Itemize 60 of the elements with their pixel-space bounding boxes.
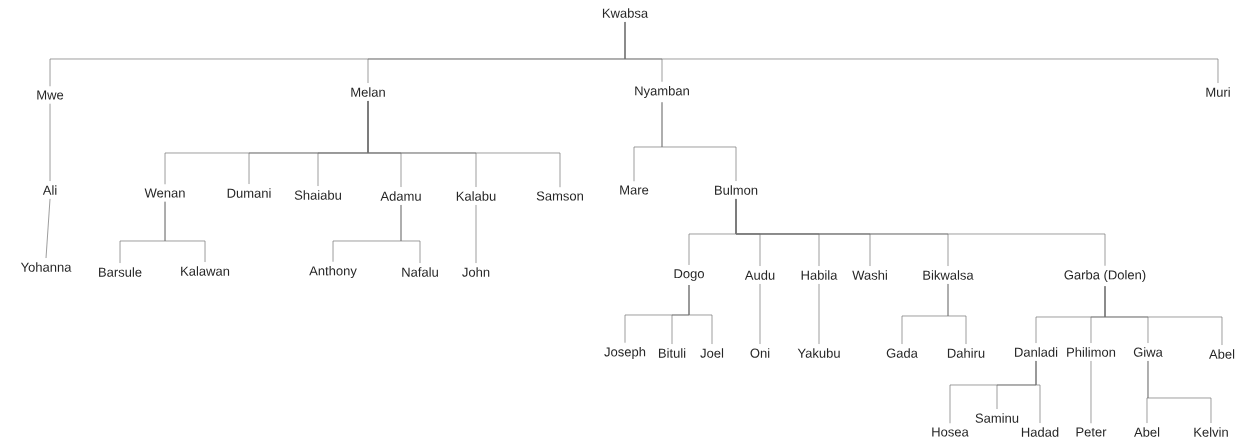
person-name: Dahiru [947, 348, 985, 358]
person-name: Ali [42, 185, 57, 195]
person-name: Joel [700, 348, 724, 358]
person-name: Mwe [37, 90, 64, 100]
connector-line [475, 204, 477, 264]
person-name: Kelvin [1194, 427, 1228, 437]
person-name: Nafalu [402, 267, 438, 277]
connector-line [661, 101, 737, 182]
person-name: Nyamban [635, 85, 689, 99]
person-name: Abel [1134, 427, 1160, 437]
person-name: Oni [750, 348, 770, 358]
person-name: Habila [801, 270, 838, 280]
person-name: Samson [536, 191, 583, 201]
connector-line [45, 198, 51, 259]
person-name: Bikwalsa [923, 270, 974, 280]
connector-line [1035, 360, 1041, 424]
person-name: Wenan [144, 188, 185, 198]
person-name: Muri [1206, 87, 1230, 97]
person-name: Washi [852, 270, 887, 280]
person-name: Dogo [674, 269, 704, 281]
connector-line [624, 21, 1219, 84]
person-name: Joseph [604, 346, 646, 360]
connector-line [947, 283, 967, 345]
person-name: Gada [886, 348, 918, 358]
connector-line [49, 103, 51, 182]
person-name: Hadad [1021, 427, 1059, 437]
person-name: Yohanna [20, 262, 72, 272]
person-name: Anthony [309, 265, 357, 279]
person-name: Yakubu [797, 348, 840, 358]
connector-line [1104, 285, 1223, 346]
person-name: Mare [620, 185, 649, 195]
person-name: Melan [351, 87, 385, 97]
connector-line [1147, 360, 1212, 424]
person-name: Kwabsa [602, 8, 649, 18]
person-name: Kalabu [456, 191, 496, 201]
person-name: Dumani [227, 188, 271, 198]
person-name: Philimon [1067, 347, 1116, 357]
person-name: Garba (Dolen) [1064, 269, 1146, 283]
connector-line [164, 201, 206, 263]
person-name: Saminu [975, 413, 1019, 423]
person-name: Adamu [380, 191, 421, 201]
person-name: Bituli [659, 348, 686, 358]
connector-line [367, 100, 561, 188]
person-name: Barsule [99, 267, 142, 277]
person-name: Kalawan [181, 266, 230, 276]
connector-line [735, 198, 1106, 267]
person-name: Abel [1209, 349, 1235, 359]
connector-line [400, 204, 421, 264]
person-name: Audu [744, 270, 775, 280]
person-name: Bulmon [715, 185, 758, 195]
person-name: Hosea [932, 427, 969, 437]
connector-line [1090, 360, 1092, 424]
connector-line [818, 283, 820, 345]
person-name: John [462, 267, 490, 277]
connector-line [688, 284, 713, 345]
connector-line [759, 283, 761, 345]
person-name: Peter [1076, 427, 1107, 437]
person-name: Shaiabu [294, 190, 341, 200]
person-name: Danladi [1015, 347, 1058, 357]
person-name: Giwa [1133, 347, 1163, 357]
